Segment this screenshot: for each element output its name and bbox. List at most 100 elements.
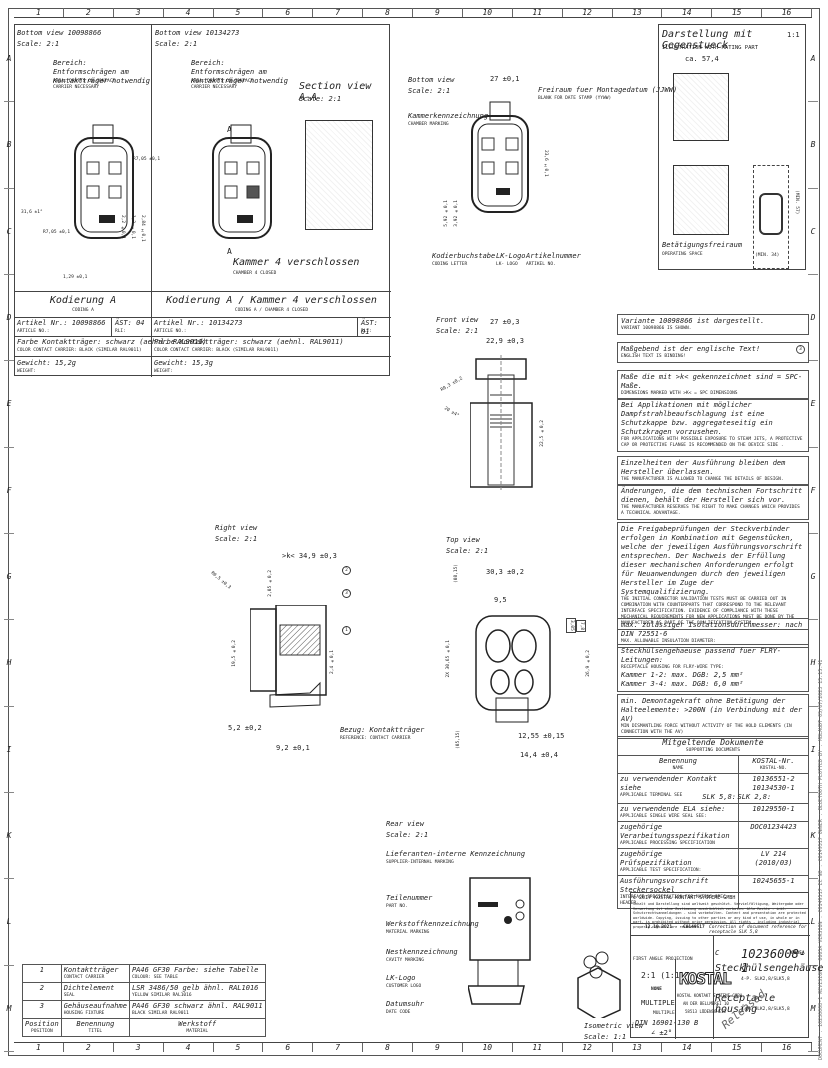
col-8: 8 (363, 1043, 413, 1052)
doc-name: zu verwendende ELA siehe: (620, 805, 726, 813)
label-date-stamp-en: BLANK FOR DATE STAMP (YYWW) (538, 96, 612, 101)
row-g: G (808, 534, 818, 621)
col-12: 12 (563, 1043, 613, 1052)
part-material-en: COLOUR: SEE TABLE (131, 975, 178, 980)
note-details: Einzelheiten der Ausführung bleiben dem … (617, 456, 809, 486)
dim-12-55: 12,55 ±0,15 (518, 732, 565, 740)
sheet-version: 0005A (791, 951, 805, 956)
col-5: 5 (214, 8, 264, 17)
doc-name-en: APPLICABLE PROCESSING SPECIFICATION (620, 841, 715, 846)
row-k: K (4, 793, 14, 880)
callout-2: 2 (342, 566, 351, 575)
col-13: 13 (613, 8, 663, 17)
doc-name: zugehörige Verarbeitungsspezifikation (620, 823, 730, 840)
part-pos: 1 (22, 964, 62, 983)
section-view-scale: Scale: 2:1 (299, 95, 342, 103)
dim-7-8: 7,8 (576, 620, 586, 633)
doc-name: Ausführungsvorschrift Steckersockel (620, 877, 709, 894)
row-c: C (4, 189, 14, 275)
part-material-en: YELLOW SIMILAR RAL1016 (131, 993, 192, 998)
col-1: 1 (14, 8, 64, 17)
label-customer-logo-en: CUSTOMER LOGO (386, 984, 422, 989)
chamber-closed-label-en: CHAMBER 4 CLOSED (233, 271, 277, 276)
dim-ca-57-4: ca. 57,4 (685, 55, 719, 63)
area-note-en-2: AREA: DRAFTS ON CONTACT CARRIER NECESSAR… (191, 79, 254, 90)
col-12: 12 (563, 8, 613, 17)
dim-05-15: (05,15) (456, 730, 461, 749)
dim-2-2: 2,2 ±0,1 (120, 215, 125, 239)
coding-left-subtitle: CODING A (72, 308, 94, 313)
bottom-view-2-drawing (212, 124, 272, 239)
col-15: 15 (712, 1043, 763, 1052)
mating-part-side-drawing-2 (673, 165, 729, 235)
revision-mark-3: 3 (796, 345, 805, 354)
coding-right-subtitle: CODING A / CHAMBER 4 CLOSED (234, 308, 309, 313)
header-position: Position (25, 1020, 59, 1028)
label-date-code-en: DATE CODE (386, 1010, 411, 1015)
dim-27-front: 27 ±0,3 (490, 318, 520, 326)
company-city: 58513 Lüdenscheid (685, 1009, 726, 1014)
col-13: 13 (613, 1043, 663, 1052)
reference-label: Bezug: Kontaktträger (340, 726, 425, 734)
weight-left-en: WEIGHT: (17, 369, 36, 374)
supporting-docs-subtitle: SUPPORTING DOCUMENTS (685, 748, 741, 753)
row-b: B (4, 102, 14, 189)
title-en-sub: 4-p. SLK2,8/SLK5,8 (741, 1007, 790, 1012)
material: MULTIPLE (641, 999, 675, 1007)
label-cavity-marking: Nestkennzeichnung (386, 948, 458, 956)
row-g: G (4, 534, 14, 621)
dim-5-92: 5,92 ±0,1 (444, 200, 449, 227)
mating-part-panel: Darstellung mit Gegenstueck 1:1 ILLUSTRA… (658, 24, 806, 270)
header-material-en: MATERIAL (186, 1029, 209, 1034)
dim-min-57: (min. 57) (794, 190, 799, 215)
doc-name-en: APPLICABLE TERMINAL SEE (620, 793, 683, 798)
dim-14-4: 14,4 ±0,4 (520, 751, 558, 759)
col-11: 11 (513, 1043, 563, 1052)
note-validation-en: THE INITIAL CONNECTOR VALIDATION TESTS M… (621, 597, 795, 626)
article-no-right: Artikel Nr.: 10134273 (154, 319, 243, 327)
label-lk-logo-en: LK- LOGO (496, 262, 518, 267)
col-no-header-en: KOSTAL-NO. (759, 766, 788, 771)
company-name: KOSTAL Kontakt Systeme GmbH (677, 993, 743, 998)
revision: C (715, 949, 720, 957)
bottom-view-2-scale: Scale: 2:1 (155, 40, 198, 48)
label-date-stamp: Freiraum fuer Montagedatum (JJWW) (538, 86, 678, 94)
note-changes-en: THE MANUFACTURER RESERVES THE RIGHT TO M… (621, 505, 800, 516)
company-street: An der Bellmerei 10 (683, 1001, 729, 1006)
area-note-en: AREA: DRAFTS ON CONTACT CARRIER NECESSAR… (53, 79, 116, 90)
coding-right-title: Kodierung A / Kammer 4 verschlossen (166, 295, 377, 306)
note-chamber-3-4: Kammer 3-4: max. DGB: 6,0 mm² (621, 680, 744, 688)
note-spc: Maße die mit >k< gekennzeichnet sind = S… (617, 370, 809, 400)
dim-22-9: 22,9 ±0,3 (486, 337, 524, 345)
col-4: 4 (164, 1043, 214, 1052)
chamber-closed-label: Kammer 4 verschlossen (233, 257, 360, 268)
note-dismantling-en: MIN DISMANTLING FORCE WITHOUT ACTIVITY O… (621, 724, 792, 735)
dim-23-6: 23,6 ±0,1 (543, 150, 548, 177)
dim-2x-30-65: 2x 30,65 ±0,1 (446, 640, 451, 678)
note-spc-de: Maße die mit >k< gekennzeichnet sind = S… (621, 373, 803, 390)
row-d: D (4, 275, 14, 362)
col-name-header-en: NAME (672, 766, 684, 771)
note-chamber-1-2: Kammer 1-2: max. DGB: 2,5 mm² (621, 671, 744, 679)
mating-part-front-drawing (759, 193, 783, 235)
title-en: Receptacle housing (715, 993, 776, 1015)
operating-space-label-en: OPERATING SPACE (662, 252, 703, 257)
note-english-binding-en: ENGLISH TEXT IS BINDING! (621, 354, 687, 359)
color-right: Farbe Kontaktträger: schwarz (aehnl. RAL… (154, 338, 344, 346)
dim-9-5: 9,5 (494, 596, 507, 604)
row-a: A (808, 16, 818, 103)
tolerance-standard: DIN 16901-130 B (635, 1019, 699, 1027)
bottom-view-1-scale: Scale: 2:1 (17, 40, 60, 48)
row-m: M (4, 966, 14, 1052)
scale: 2:1 (1:1) (641, 971, 685, 980)
change-description: Correction of document reference for rec… (709, 925, 807, 935)
part-name: Dichtelement (63, 984, 115, 992)
section-marker-a-top: A (227, 125, 232, 134)
rear-view-title: Rear view (386, 820, 424, 828)
note-insulation: max. zulässiger Isolationsdurchmesser: n… (617, 618, 809, 648)
note-variant-de: Variante 10098866 ist dargestellt. (621, 317, 765, 325)
dim-08-15: (08,15) (454, 564, 459, 583)
note-validation: Die Freigabeprüfungen der Steckverbinder… (617, 522, 809, 630)
